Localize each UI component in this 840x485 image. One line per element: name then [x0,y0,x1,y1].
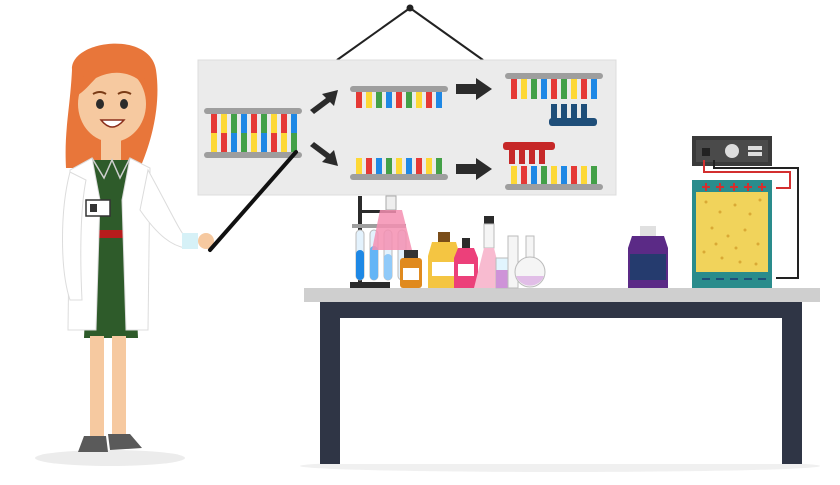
bottle-icon [628,226,668,288]
hand [198,233,214,249]
table-leg-right [782,302,802,464]
flask-icon [514,235,546,288]
bottle-icon [454,238,478,288]
table-under [340,318,782,464]
badge-photo [90,204,97,212]
hair-bangs [76,63,150,96]
dna-strand-icon [350,158,448,180]
new-strand-navy [549,104,597,126]
plus-signs [702,183,766,191]
new-strand-red [503,142,555,164]
shoe-right [108,434,142,450]
poster-board [197,4,617,196]
power-supply-icon [692,136,772,166]
pointer-stick-icon [208,150,298,252]
wire-red [703,160,791,189]
bottle-icon [428,232,460,288]
flask-icon [372,195,412,250]
coat-collar [91,157,131,180]
hanging-string-left [336,7,411,61]
id-badge [85,199,111,217]
test-tube-icon [507,235,519,289]
belt [92,230,130,238]
neck [101,138,121,160]
leg-left [90,336,104,438]
brow-right [117,91,132,95]
dna-strand-icon [350,86,448,108]
minus-signs [702,278,766,280]
shoe-left [78,436,108,452]
hanging-nail [406,4,414,12]
arm-left [62,171,87,301]
dna-strand-icon [505,73,603,126]
lab-table [304,288,820,464]
arrow-right-icon [310,90,338,114]
bottle-icon [400,250,422,288]
arrow-right-icon [456,78,492,100]
table-apron [320,302,802,318]
woman-shadow [35,450,185,466]
table-leg-left [320,302,340,464]
face [78,66,146,142]
dna-strand-icon [204,108,302,158]
arrow-right-icon [310,142,338,166]
arrow-right-icon [456,158,492,180]
cuff [182,233,198,249]
dna-strand-icon [503,142,603,190]
eye-left [96,99,104,109]
scientist-woman [62,43,298,452]
eye-right [120,99,128,109]
hanging-string-right [409,7,484,61]
leg-right [112,336,126,436]
incubator-icon [692,180,772,288]
incubator-dots [702,198,762,266]
brow-left [92,91,107,95]
wire-black [713,160,799,279]
smile [99,119,126,128]
table-top [304,288,820,302]
